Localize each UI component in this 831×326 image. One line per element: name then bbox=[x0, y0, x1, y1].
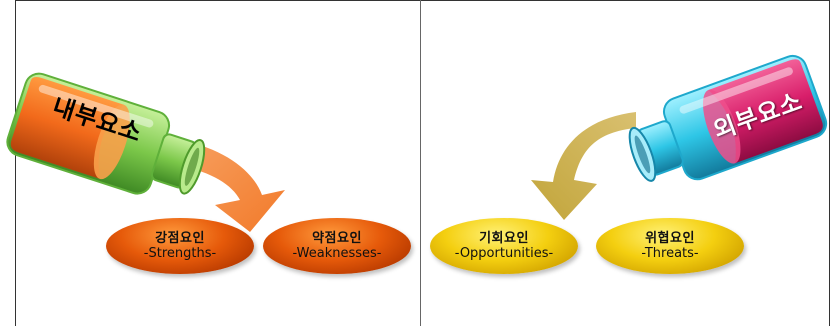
opportunities-subtitle: -Opportunities- bbox=[454, 246, 554, 261]
internal-arrow bbox=[180, 140, 285, 232]
frame-left-border bbox=[15, 0, 16, 326]
threats-title: 위협요인 bbox=[645, 231, 695, 246]
weaknesses-title: 약점요인 bbox=[312, 231, 362, 246]
internal-bottle-graphic bbox=[6, 72, 285, 232]
weaknesses-subtitle: -Weaknesses- bbox=[292, 246, 382, 261]
external-factors-panel: 외부요소 기회요인 -Opportunities- 위협요인 -Threats- bbox=[421, 0, 831, 326]
weaknesses-pill: 약점요인 -Weaknesses- bbox=[263, 218, 411, 274]
frame-right-border bbox=[829, 0, 830, 326]
strengths-pill: 강점요인 -Strengths- bbox=[106, 218, 254, 274]
external-arrow bbox=[531, 112, 636, 220]
panel-divider bbox=[420, 0, 421, 326]
strengths-title: 강점요인 bbox=[155, 231, 205, 246]
threats-subtitle: -Threats- bbox=[641, 246, 699, 261]
opportunities-pill: 기회요인 -Opportunities- bbox=[430, 218, 578, 274]
frame-top-border bbox=[15, 0, 830, 1]
strengths-subtitle: -Strengths- bbox=[143, 246, 217, 261]
external-bottle-graphic bbox=[531, 54, 828, 220]
threats-pill: 위협요인 -Threats- bbox=[596, 218, 744, 274]
opportunities-title: 기회요인 bbox=[479, 231, 529, 246]
internal-factors-panel: 내부요소 강점요인 -Strengths- 약점요인 -Weaknesses- bbox=[6, 72, 411, 274]
